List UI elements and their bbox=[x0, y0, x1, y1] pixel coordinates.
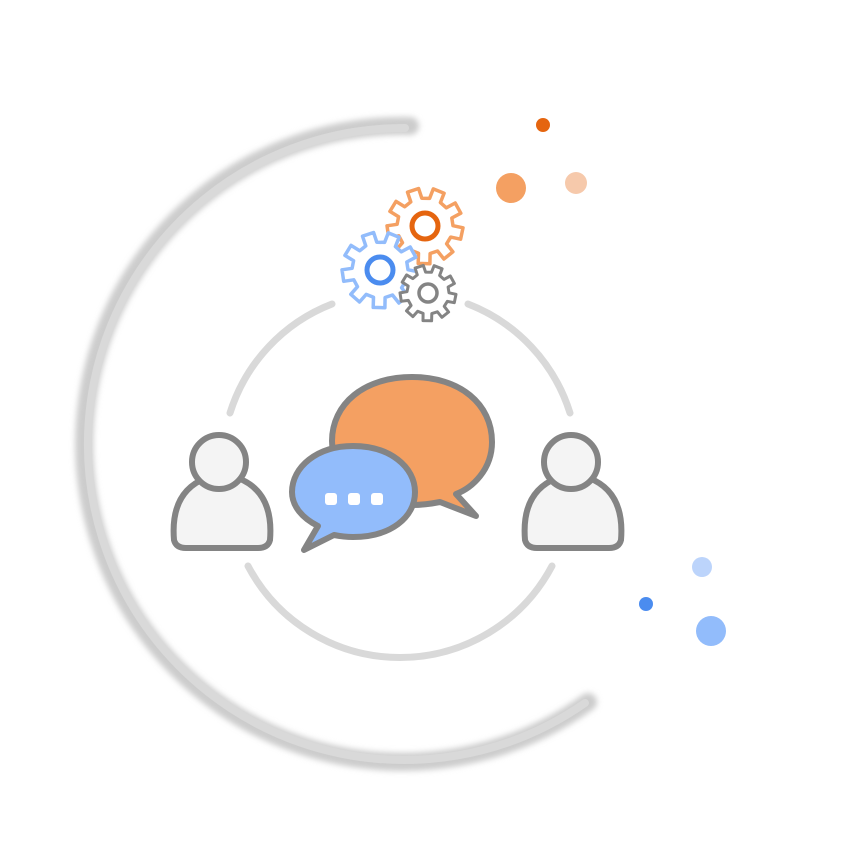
inner-ring-segment-top-left bbox=[226, 300, 336, 417]
user-icon bbox=[170, 432, 274, 551]
dot-icon bbox=[496, 173, 526, 203]
blue-speech-bubble-icon bbox=[289, 443, 418, 553]
typing-dot bbox=[371, 493, 383, 505]
dot-icon bbox=[696, 616, 726, 646]
dot-icon bbox=[692, 557, 712, 577]
outer-crescent bbox=[75, 116, 597, 771]
typing-dot bbox=[348, 493, 360, 505]
decorative-dots bbox=[496, 118, 726, 646]
gray-gear-icon bbox=[398, 263, 458, 323]
gear-hub bbox=[364, 254, 396, 286]
gear-hub bbox=[409, 210, 441, 242]
dot-icon bbox=[536, 118, 550, 132]
dot-icon bbox=[565, 172, 587, 194]
user-icon bbox=[521, 432, 625, 551]
inner-ring-segment-bottom bbox=[244, 562, 556, 661]
inner-ring-segment-top-right bbox=[464, 300, 574, 417]
inner-ring bbox=[226, 300, 574, 661]
dot-icon bbox=[639, 597, 653, 611]
orange-gear-icon bbox=[385, 186, 465, 266]
gear-hub bbox=[417, 282, 439, 304]
outer-crescent-arc bbox=[83, 123, 589, 764]
blue-gear-icon bbox=[340, 230, 420, 310]
typing-dot bbox=[325, 493, 337, 505]
